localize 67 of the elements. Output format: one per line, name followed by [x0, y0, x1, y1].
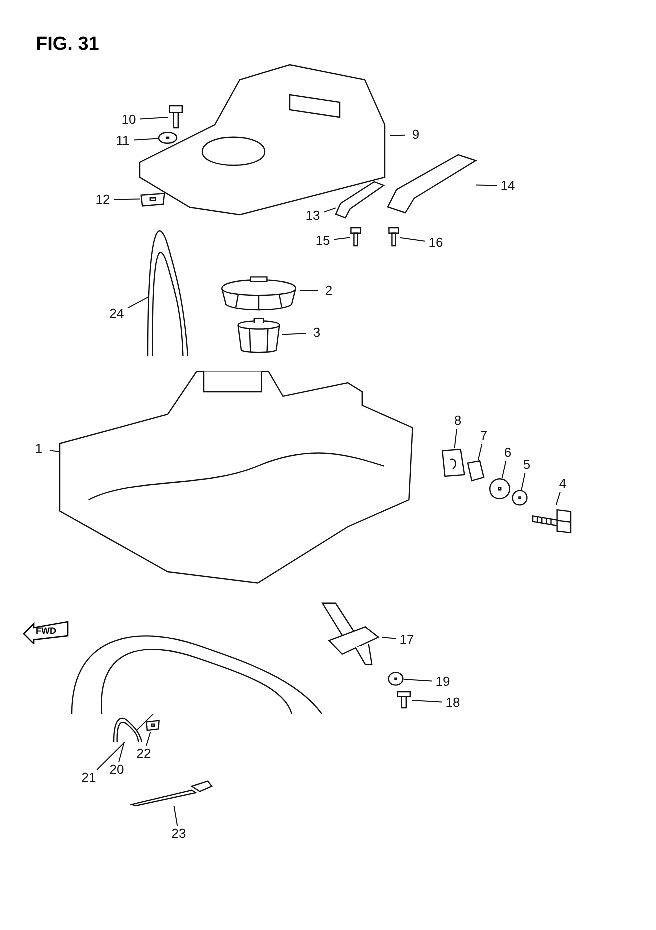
leader-line	[128, 297, 148, 309]
callout-number: 9	[405, 127, 427, 143]
callout-number: 22	[133, 746, 155, 762]
leader-line	[412, 700, 442, 703]
leader-line	[300, 290, 318, 292]
leader-line	[114, 198, 140, 200]
washer-drawing	[489, 478, 511, 500]
hose-drawing	[114, 716, 142, 742]
leader-line	[282, 333, 306, 336]
callout-number: 18	[442, 695, 464, 711]
leader-line	[478, 444, 483, 460]
leader-line	[382, 636, 396, 640]
callout-number: 19	[432, 674, 454, 690]
callout-number: 6	[497, 445, 519, 461]
leader-line	[404, 679, 432, 682]
leader-line	[390, 134, 406, 136]
callout-number: 14	[497, 178, 519, 194]
bracket-drawing	[336, 182, 384, 218]
leader-line	[400, 237, 426, 242]
callout-number: 3	[306, 325, 328, 341]
leader-line	[146, 732, 152, 746]
figure-title: FIG. 31	[36, 34, 100, 56]
callout-number: 16	[425, 235, 447, 251]
callout-number: 7	[473, 428, 495, 444]
washer-drawing	[388, 672, 404, 686]
screw-drawing	[388, 228, 400, 246]
strap-drawing	[132, 780, 212, 806]
callout-number: 15	[312, 233, 334, 249]
callout-number: 20	[106, 762, 128, 778]
callout-number: 2	[318, 283, 340, 299]
leader-line	[556, 492, 561, 506]
callout-number: 4	[552, 476, 574, 492]
callout-number: 17	[396, 632, 418, 648]
leader-line	[334, 237, 350, 240]
leader-line	[140, 117, 168, 120]
washer-drawing	[512, 490, 528, 506]
clip-drawing	[140, 190, 166, 208]
leader-line	[476, 184, 498, 186]
screw-drawing	[350, 228, 362, 246]
leader-line	[96, 714, 154, 770]
clip-drawing	[146, 718, 160, 732]
callout-number: 13	[302, 208, 324, 224]
direction-label: FWD	[36, 626, 56, 636]
callout-number: 12	[92, 192, 114, 208]
leader-line	[502, 460, 507, 478]
cushion-drawing	[440, 448, 466, 478]
leader-line	[174, 806, 178, 826]
filter-drawing	[236, 318, 282, 354]
callout-number: 23	[168, 826, 190, 842]
callout-number: 5	[516, 457, 538, 473]
screw-drawing	[396, 692, 412, 708]
washer-drawing	[158, 132, 178, 144]
callout-number: 21	[78, 770, 100, 786]
screw-drawing	[168, 106, 184, 128]
callout-number: 24	[106, 306, 128, 322]
callout-number: 1	[28, 441, 50, 457]
callout-number: 10	[118, 112, 140, 128]
leader-line	[134, 138, 158, 141]
leader-line	[50, 450, 60, 452]
bracket-drawing	[388, 155, 476, 213]
callout-number: 11	[112, 133, 134, 149]
callout-number: 8	[447, 413, 469, 429]
leader-line	[521, 472, 526, 490]
leader-line	[324, 208, 336, 213]
collar-drawing	[466, 460, 486, 482]
leader-line	[118, 742, 125, 762]
leader-line	[454, 428, 458, 448]
